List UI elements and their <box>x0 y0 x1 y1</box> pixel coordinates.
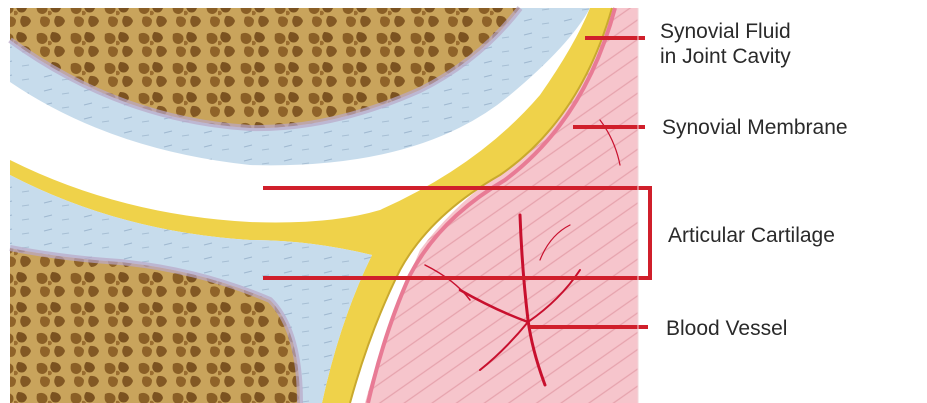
label-articular-cartilage: Articular Cartilage <box>668 223 835 248</box>
label-synovial-membrane: Synovial Membrane <box>662 115 848 140</box>
label-synovial-fluid: Synovial Fluid in Joint Cavity <box>660 19 791 69</box>
label-synovial-fluid-line2: in Joint Cavity <box>660 44 791 69</box>
label-synovial-fluid-line1: Synovial Fluid <box>660 19 791 44</box>
label-blood-vessel: Blood Vessel <box>666 316 787 341</box>
